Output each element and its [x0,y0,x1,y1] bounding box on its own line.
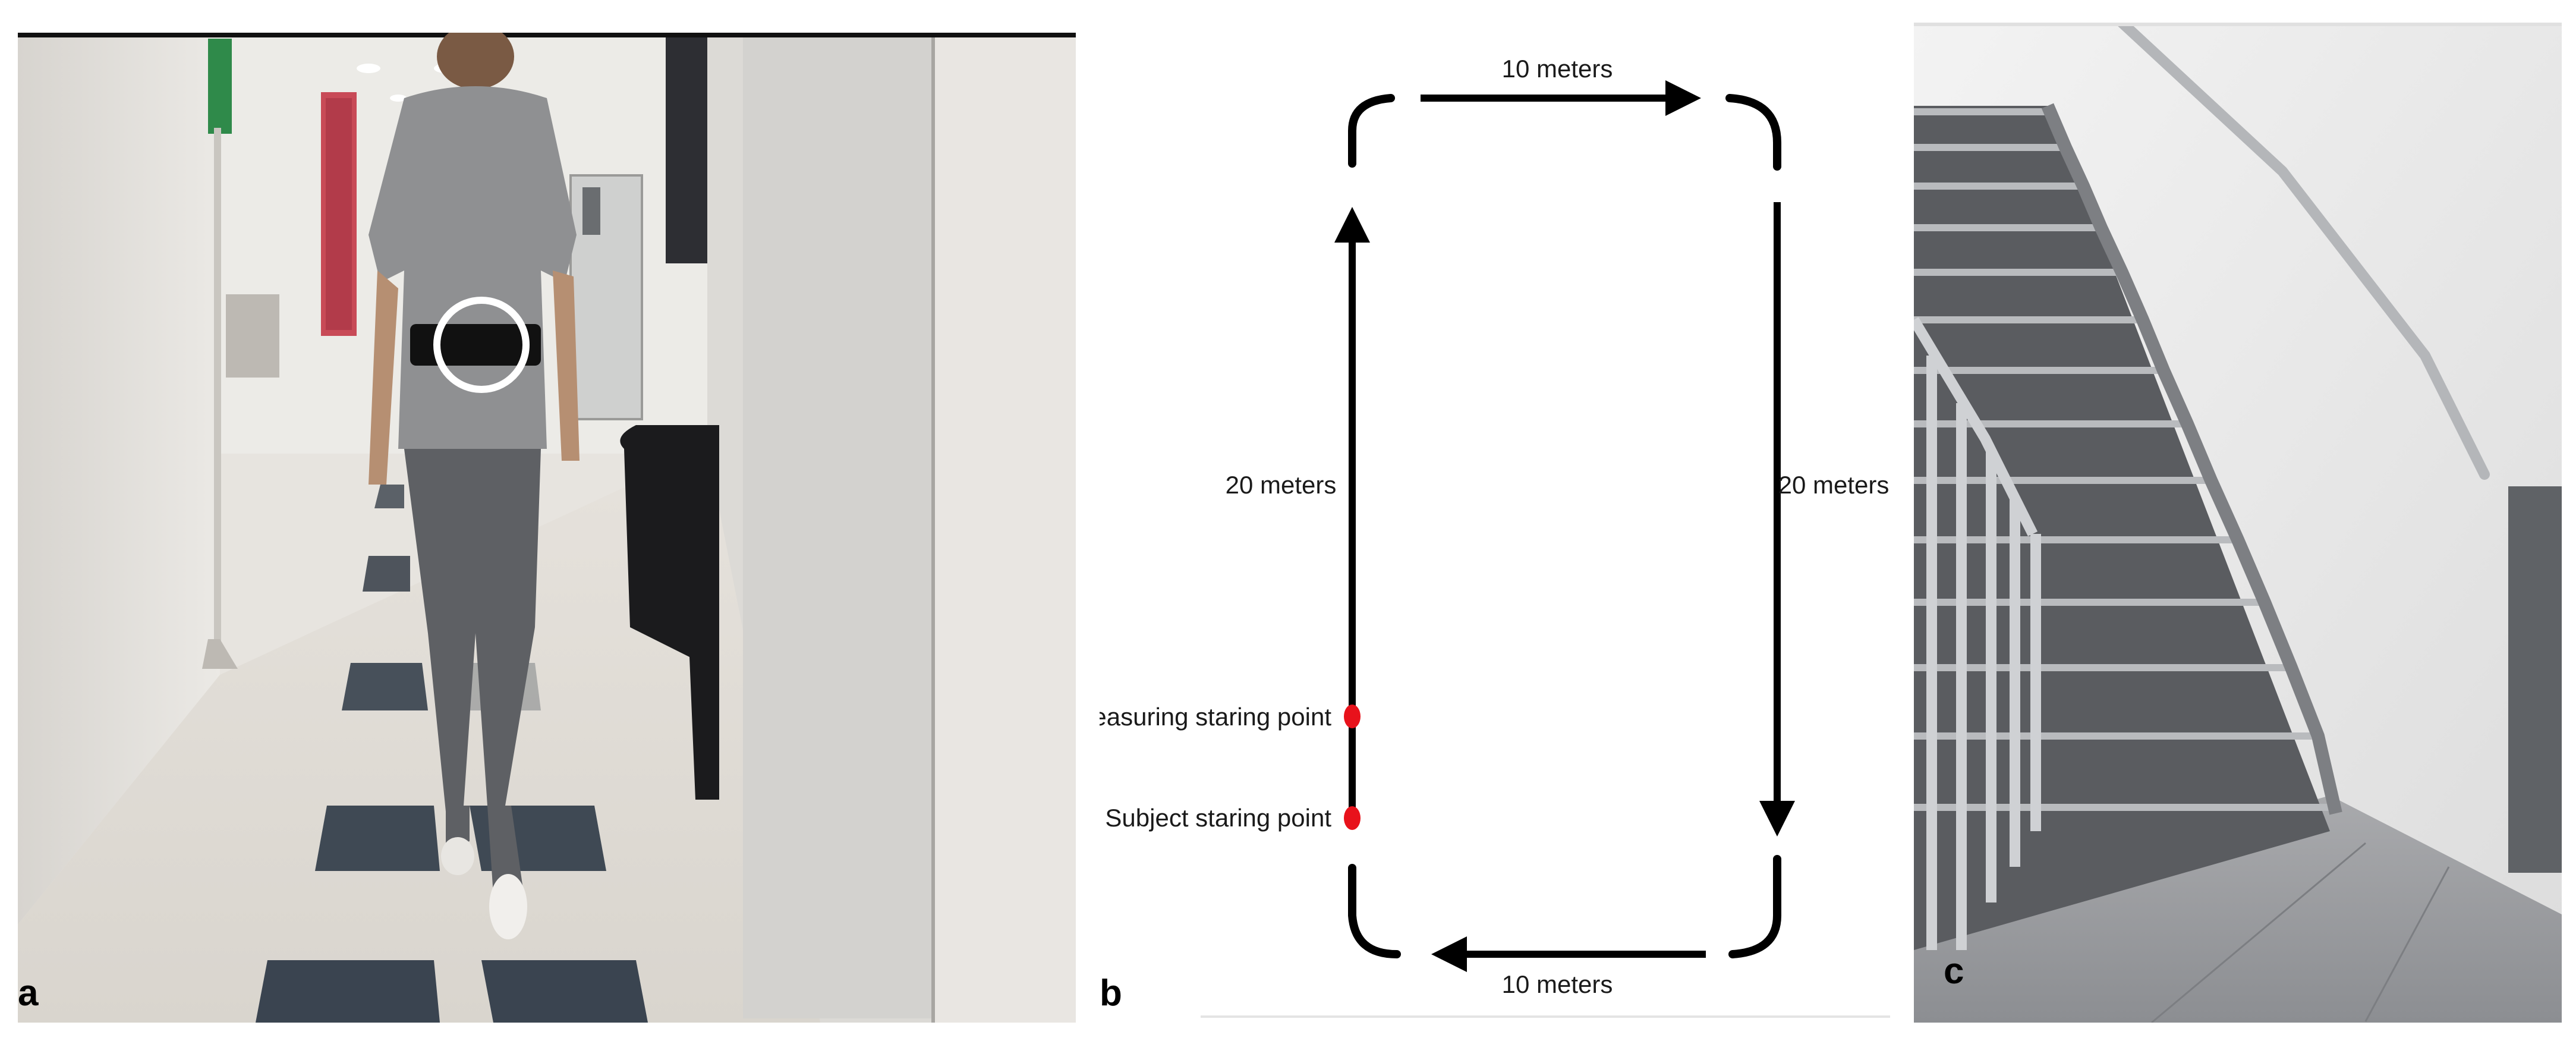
label-subject-start: Subject staring point [1105,804,1331,832]
staircase-scene [1914,23,2562,1023]
sensor-highlight-circle [433,297,530,393]
label-measuring-start: Measuring staring point [1100,703,1331,731]
subject-start-dot [1344,806,1361,830]
stair-railing [1914,317,2041,950]
label-bottom-distance: 10 meters [1502,970,1613,998]
corner-bottom-right [1728,855,1781,958]
label-left-distance: 20 meters [1226,471,1337,499]
panel-c-staircase-photo: c [1914,23,2562,1023]
corner-bottom-left [1348,864,1401,958]
walking-path: 10 meters 10 meters 20 meters 20 meters … [1100,55,1890,1018]
panel-label-c: c [1944,951,1964,992]
corner-top-right [1725,94,1781,171]
panel-a-hallway-photo: a [18,33,1076,1023]
label-right-distance: 20 meters [1778,471,1890,499]
panel-label-a: a [18,973,39,1014]
panel-label-b: b [1100,973,1122,1014]
panel-b-walking-path-diagram: 10 meters 10 meters 20 meters 20 meters … [1100,24,1890,1023]
measuring-start-dot [1344,705,1361,728]
wall-handrail [2117,23,2490,480]
corner-top-left [1348,94,1395,168]
hallway-scene [18,33,1076,1023]
label-top-distance: 10 meters [1502,55,1613,83]
